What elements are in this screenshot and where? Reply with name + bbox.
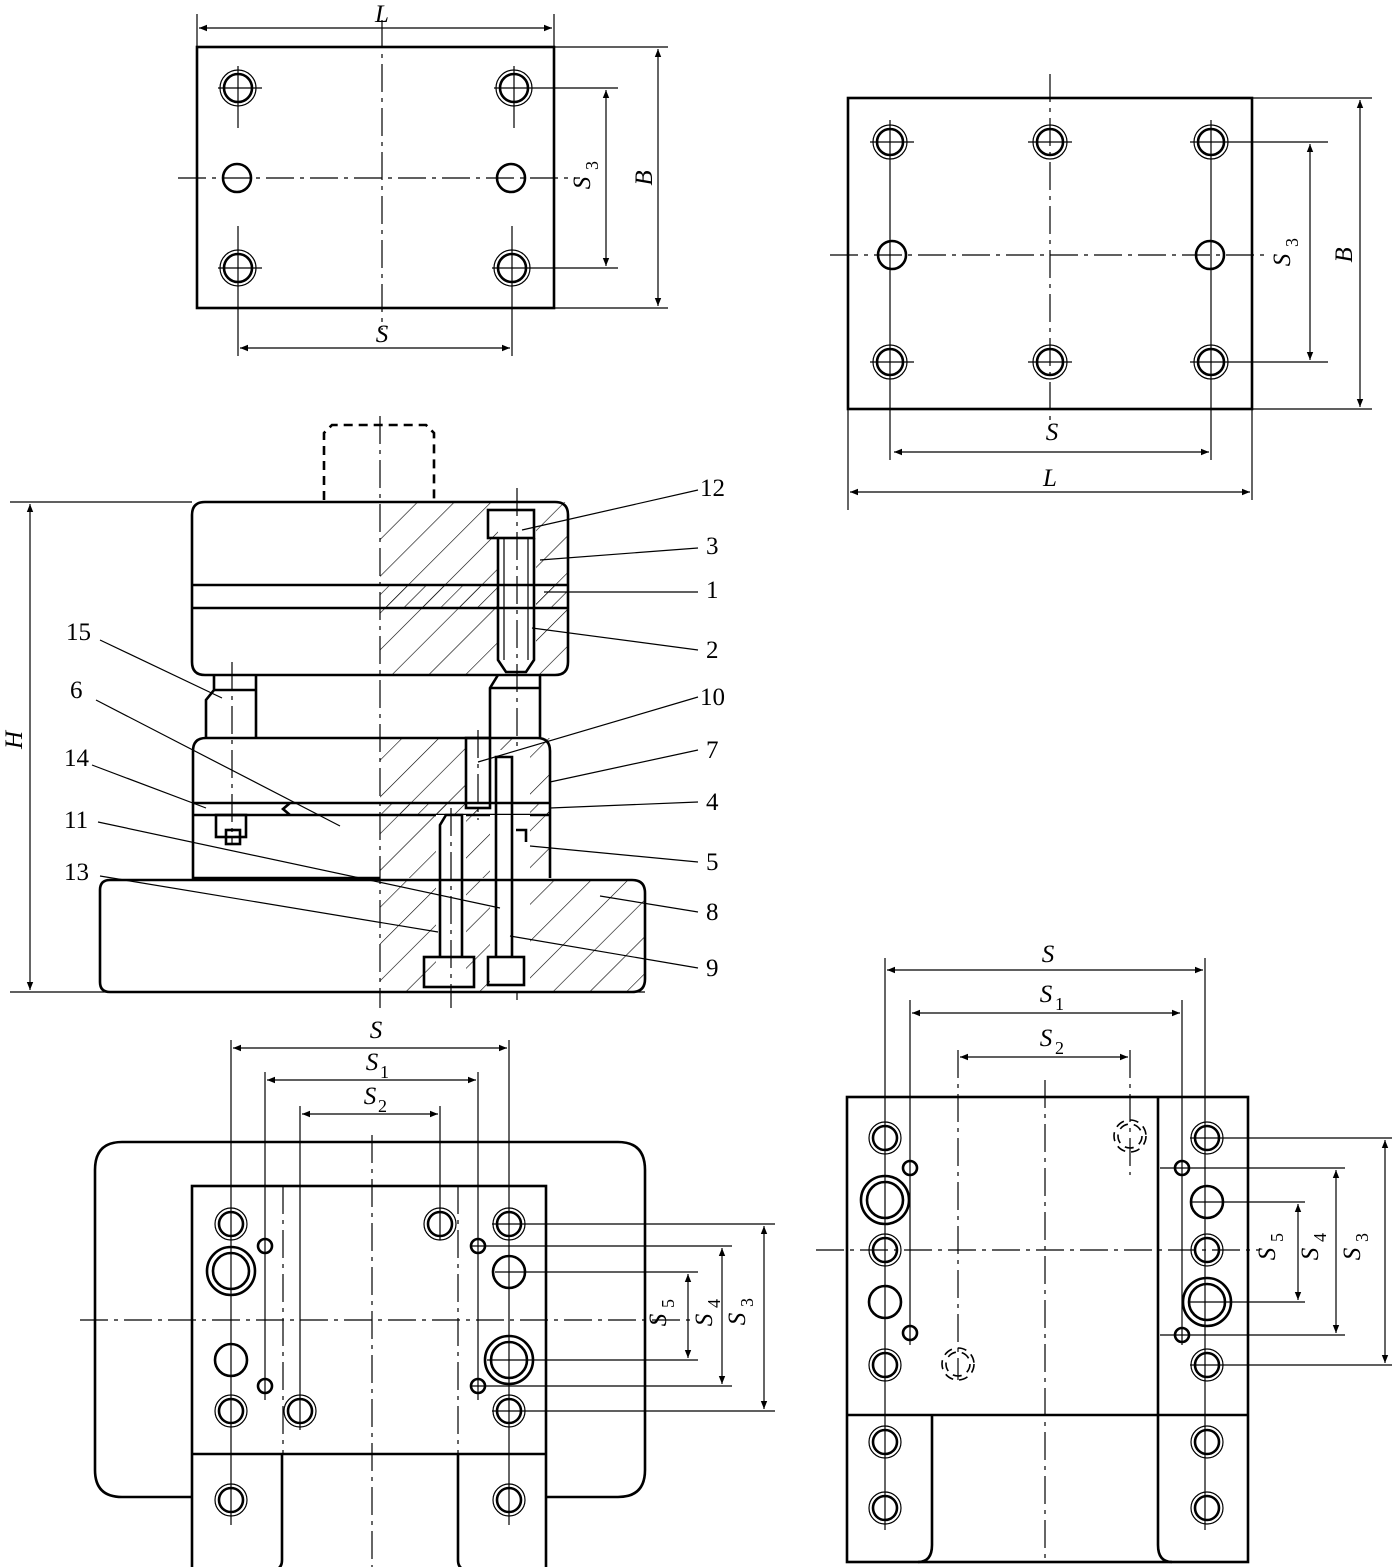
dim-B: B <box>1331 247 1358 262</box>
dim-S3: S <box>1339 1247 1366 1260</box>
part-label-5: 5 <box>706 849 719 876</box>
dim-S5: S <box>1254 1247 1281 1260</box>
dim-S4: S <box>691 1313 718 1326</box>
section-view-die-set: H 12 3 1 2 10 7 4 5 8 9 15 6 <box>1 416 725 1008</box>
dim-S: S <box>1042 941 1055 968</box>
part-label-13: 13 <box>64 859 89 886</box>
bolt-holes <box>218 66 618 356</box>
plan-view-small-plate: L B S 3 S <box>178 1 668 356</box>
dim-H: H <box>1 729 28 750</box>
svg-text:3: 3 <box>582 161 602 170</box>
dim-B: B <box>631 170 658 185</box>
dim-S: S <box>1046 419 1059 446</box>
svg-text:5: 5 <box>1267 1233 1287 1242</box>
dim-S2: S <box>364 1083 377 1110</box>
part-label-4: 4 <box>706 789 719 816</box>
svg-text:1: 1 <box>380 1062 389 1082</box>
part-label-2: 2 <box>706 637 719 664</box>
dim-S: S <box>370 1017 383 1044</box>
part-label-7: 7 <box>706 737 719 764</box>
dim-S1: S <box>366 1049 379 1076</box>
part-label-12: 12 <box>700 475 725 502</box>
plan-view-large-plate: B S 3 S L <box>830 74 1372 510</box>
layout-view-left: S S 1 S 2 S 3 S 4 S 5 <box>80 1017 775 1567</box>
dim-S3: S <box>569 176 596 189</box>
svg-text:2: 2 <box>1055 1038 1064 1058</box>
dim-S4: S <box>1297 1247 1324 1260</box>
part-label-9: 9 <box>706 955 719 982</box>
dim-S3: S <box>1269 253 1296 266</box>
part-leaders <box>91 489 699 969</box>
svg-text:3: 3 <box>737 1298 757 1307</box>
part-label-8: 8 <box>706 899 719 926</box>
part-label-6: 6 <box>70 677 83 704</box>
svg-text:1: 1 <box>1055 994 1064 1014</box>
part-label-10: 10 <box>700 684 725 711</box>
dim-L: L <box>374 1 389 28</box>
part-label-11: 11 <box>64 807 88 834</box>
svg-text:3: 3 <box>1282 238 1302 247</box>
dim-S1: S <box>1040 981 1053 1008</box>
holes <box>205 1207 535 1517</box>
svg-text:3: 3 <box>1352 1233 1372 1242</box>
part-label-1: 1 <box>706 577 719 604</box>
svg-text:2: 2 <box>378 1096 387 1116</box>
bolt-holes <box>870 120 1328 460</box>
holes <box>859 1119 1233 1525</box>
svg-text:4: 4 <box>1310 1233 1330 1242</box>
dim-S2: S <box>1040 1025 1053 1052</box>
part-label-14: 14 <box>64 745 90 772</box>
dim-S: S <box>376 321 389 348</box>
dim-S5: S <box>645 1313 672 1326</box>
svg-text:5: 5 <box>658 1299 678 1308</box>
svg-text:4: 4 <box>704 1299 724 1308</box>
part-label-15: 15 <box>66 619 91 646</box>
part-label-3: 3 <box>706 533 719 560</box>
layout-view-right: S S 1 S 2 S 3 S 4 S 5 <box>816 941 1392 1564</box>
dim-S3: S <box>724 1312 751 1325</box>
dim-L: L <box>1042 465 1057 492</box>
